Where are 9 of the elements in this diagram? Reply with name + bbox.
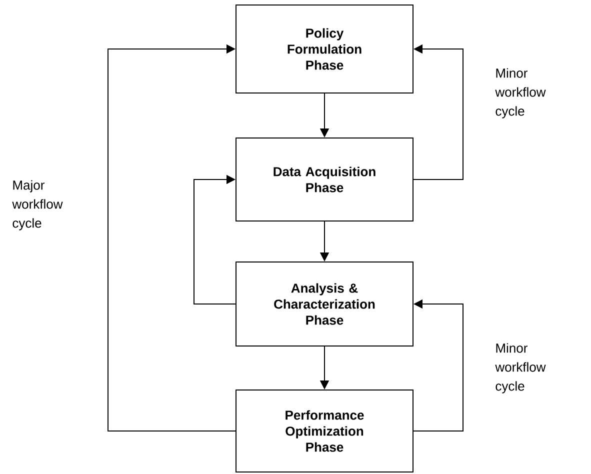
process-box: Policy Formulation Phase xyxy=(236,4,414,94)
process-box: Data Acquisition Phase xyxy=(236,138,414,222)
arrow xyxy=(194,174,236,304)
cycle-label: Minor workflow cycle xyxy=(495,343,546,394)
process-box: Analysis & Characterization Phase xyxy=(236,262,414,346)
process-box: Performance Optimization Phase xyxy=(236,390,414,472)
cycle-label: Minor workflow cycle xyxy=(495,68,546,118)
arrow xyxy=(108,44,236,432)
cycle-label: Major workflow cycle xyxy=(12,180,63,230)
